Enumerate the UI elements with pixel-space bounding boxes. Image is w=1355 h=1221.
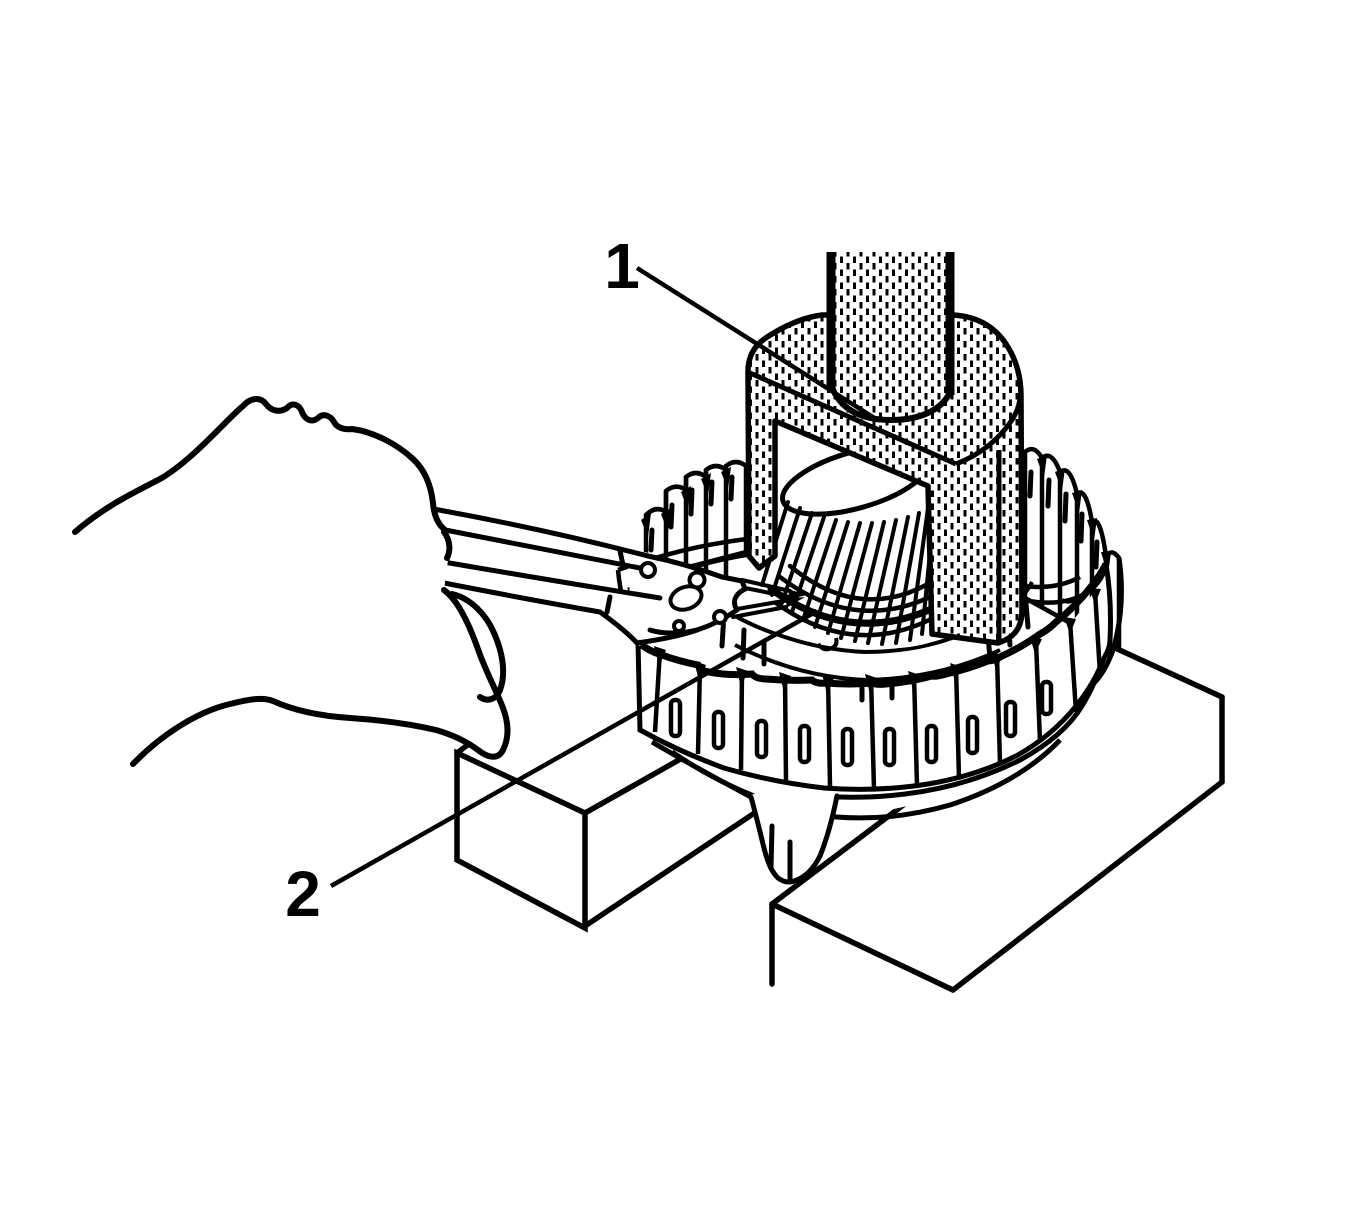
- pliers-jaws: [731, 578, 807, 619]
- callout-1: 1: [604, 230, 878, 421]
- teeth-gap-shadows: [654, 588, 1101, 694]
- snap-ring-pliers: [425, 505, 807, 646]
- callout-1-leader-line: [635, 266, 878, 421]
- drum-bottom-and-shaft: [650, 671, 1101, 885]
- callout-2: 2: [285, 609, 819, 930]
- drum-front-teeth: [635, 562, 1113, 792]
- callout-1-label: 1: [604, 230, 640, 302]
- callout-2-label: 2: [285, 858, 321, 930]
- pliers-handles: [425, 505, 663, 646]
- pliers-holes: [639, 561, 728, 633]
- hand-outline: [72, 396, 511, 767]
- press-installer-tool: [745, 312, 1025, 646]
- press-ram: [826, 252, 955, 424]
- hand: [72, 396, 511, 767]
- callout-2-leader-line: [329, 609, 819, 888]
- clutch-drum: [615, 535, 1113, 885]
- finger-curl-line: [449, 591, 507, 703]
